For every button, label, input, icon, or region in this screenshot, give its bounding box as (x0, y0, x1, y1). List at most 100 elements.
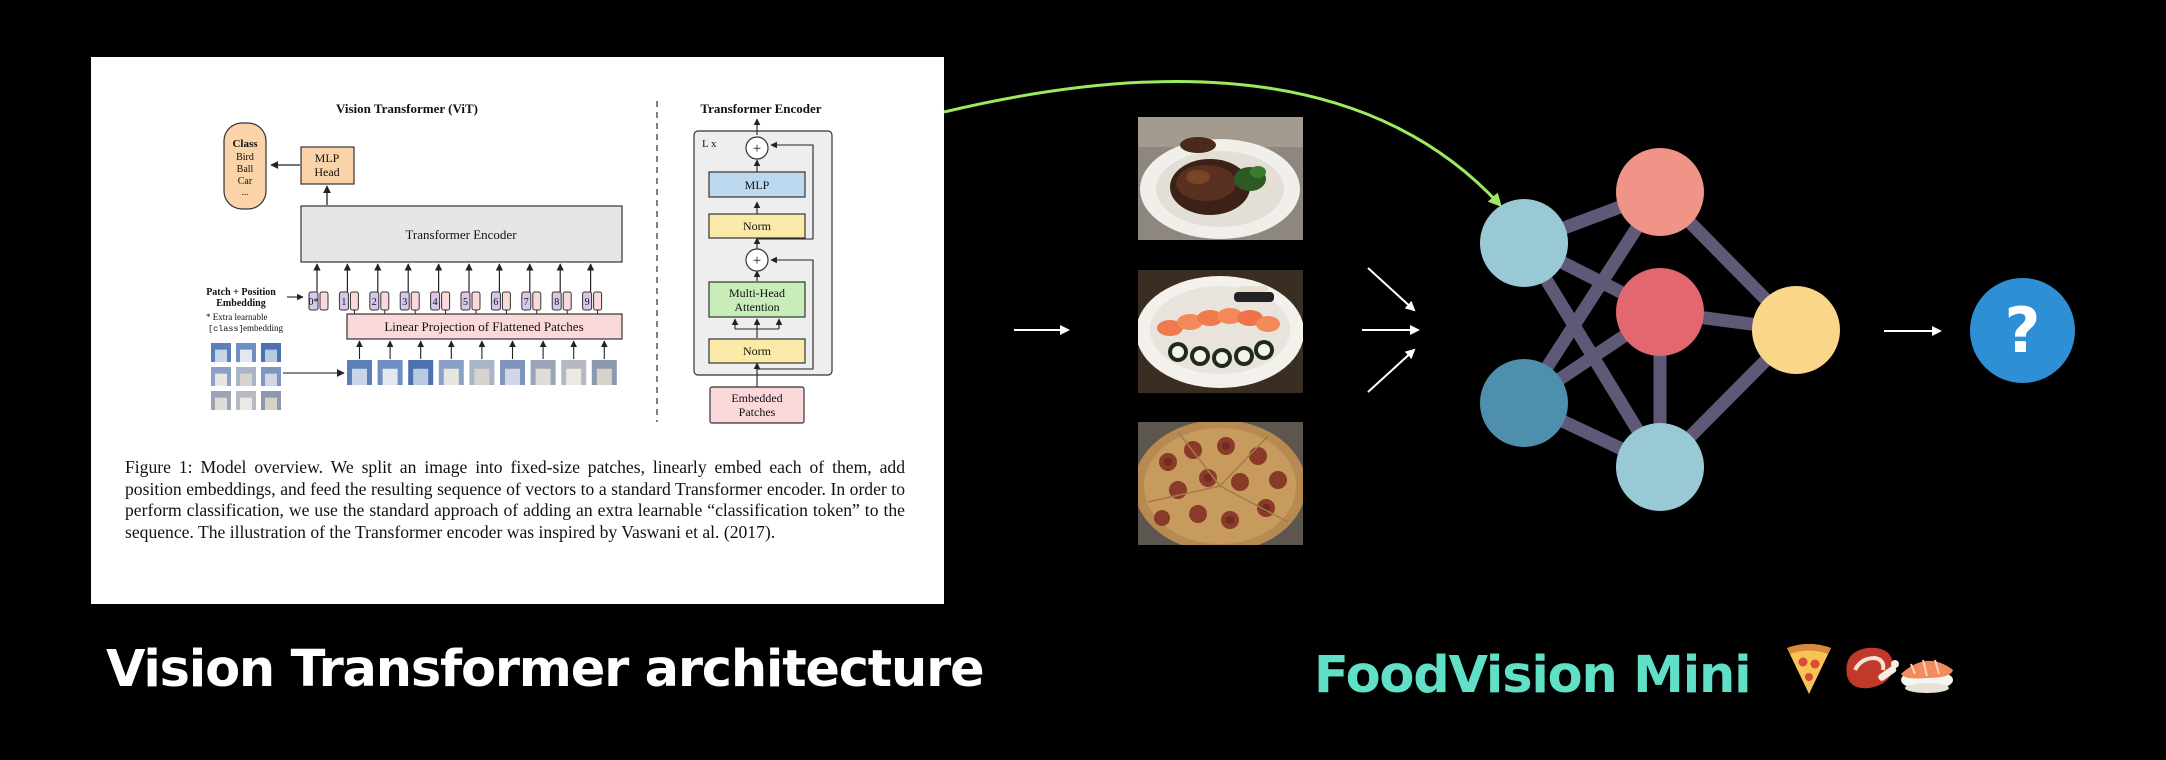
network-edges (1517, 185, 1803, 474)
vit-diagram: Vision Transformer (ViT) Transformer Enc… (206, 101, 833, 424)
token-label: 0* (309, 297, 319, 308)
norm-box (708, 338, 806, 364)
sequence-patch (438, 360, 464, 385)
token-label: 2 (372, 297, 377, 308)
embedded-patches-box (709, 386, 805, 424)
encoder-block-detail: L x + MLP Norm (693, 118, 833, 424)
token-row: 0* 1 2 3 4 5 6 7 8 9 (308, 263, 603, 314)
class-item: Ball (237, 164, 254, 175)
class-item: Bird (236, 152, 254, 163)
sushi-icon (1900, 659, 1953, 693)
token-label: 7 (524, 297, 529, 308)
network-node-output (1752, 286, 1840, 374)
token-label: 9 (585, 297, 590, 308)
transformer-encoder-label: Transformer Encoder (405, 227, 517, 242)
vit-figure-panel: Vision Transformer (ViT) Transformer Enc… (91, 57, 944, 604)
embedded-patches-label: Patches (739, 405, 776, 419)
class-item: Car (238, 176, 253, 187)
position-token: 8 (551, 263, 572, 314)
sequence-patch (469, 360, 495, 385)
class-output-box: Class Bird Ball Car ... (223, 122, 267, 210)
linear-projection-label: Linear Projection of Flattened Patches (384, 319, 583, 334)
transformer-encoder-box: Transformer Encoder (300, 205, 623, 263)
image-to-network-arrow (1367, 348, 1416, 393)
network-node-input (1480, 359, 1568, 447)
flattened-patch-sequence (347, 340, 617, 385)
network-node-hidden (1616, 148, 1704, 236)
network-node-input (1480, 199, 1568, 287)
sequence-patch (561, 360, 587, 385)
image-patch (236, 367, 256, 386)
unknown-prediction-badge: ? (1970, 278, 2075, 383)
figure-caption: Figure 1: Model overview. We split an im… (125, 457, 905, 542)
plus-symbol: + (753, 141, 761, 157)
steak-icon (1846, 647, 1899, 689)
class-token-note: [class] (208, 324, 244, 334)
norm-label: Norm (743, 219, 772, 233)
image-to-network-arrow (1367, 267, 1416, 312)
embedding-note: embedding (243, 323, 283, 333)
image-patch (211, 367, 231, 386)
linear-projection-box: Linear Projection of Flattened Patches (346, 313, 623, 340)
foodvision-title-text: FoodVision Mini (1314, 646, 1752, 705)
token-label: 1 (341, 297, 346, 308)
position-token: 6 (490, 263, 511, 314)
mlp-head-box: MLP Head (300, 146, 355, 185)
image-patch (261, 367, 281, 386)
sequence-patch (377, 360, 403, 385)
foodvision-title: FoodVision Mini (1314, 640, 1957, 705)
image-patch-grid (211, 343, 281, 410)
position-token: 3 (399, 263, 420, 314)
residual-add-node (745, 248, 769, 272)
norm-box (708, 213, 806, 239)
position-token: 1 (338, 263, 359, 314)
mlp-head-label: Head (314, 165, 339, 179)
position-token: 7 (521, 263, 542, 314)
token-label: 3 (402, 297, 407, 308)
sequence-patch (408, 360, 434, 385)
sequence-patch (347, 360, 372, 385)
residual-connection-2 (770, 141, 814, 239)
network-node-hidden (1616, 423, 1704, 511)
position-token: 2 (369, 263, 390, 314)
food-emoji-group (1786, 644, 1953, 694)
plus-symbol: + (753, 253, 761, 269)
class-title: Class (232, 138, 258, 150)
norm-label: Norm (743, 344, 772, 358)
sequence-patch (500, 360, 525, 385)
image-patch (261, 391, 281, 410)
sequence-patch (530, 360, 556, 385)
pizza-icon (1786, 644, 1831, 694)
vit-architecture-title: Vision Transformer architecture (106, 640, 985, 699)
patch-embedding-label: Embedding (216, 298, 265, 309)
position-token: 9 (582, 263, 603, 314)
sequence-patch (591, 360, 617, 385)
image-patch (236, 343, 256, 362)
embedded-patches-label: Embedded (731, 391, 782, 405)
image-patch (211, 391, 231, 410)
image-patch (211, 343, 231, 362)
encoder-mlp-box (708, 171, 806, 198)
patch-embedding-label: Patch + Position (206, 287, 276, 298)
image-patch (236, 391, 256, 410)
token-label: 8 (554, 297, 559, 308)
position-token: 5 (460, 263, 481, 314)
class-item: ... (242, 187, 249, 197)
attention-label: Multi-Head (729, 286, 785, 300)
sushi-photo (1138, 270, 1303, 393)
network-node-hidden (1616, 268, 1704, 356)
steak-photo (1138, 117, 1303, 240)
token-label: 6 (493, 297, 498, 308)
attention-label: Attention (734, 300, 779, 314)
extra-learnable-note: * Extra learnable (206, 312, 267, 322)
encoder-title: Transformer Encoder (700, 101, 821, 116)
attention-box (708, 281, 806, 318)
position-token: 0* (308, 263, 329, 311)
position-token: 4 (430, 263, 451, 314)
image-patch (261, 343, 281, 362)
token-label: 4 (433, 297, 438, 308)
pizza-photo (1138, 422, 1303, 545)
vit-title: Vision Transformer (ViT) (336, 101, 478, 116)
repeat-label: L x (702, 138, 717, 150)
mlp-head-label: MLP (315, 151, 340, 165)
